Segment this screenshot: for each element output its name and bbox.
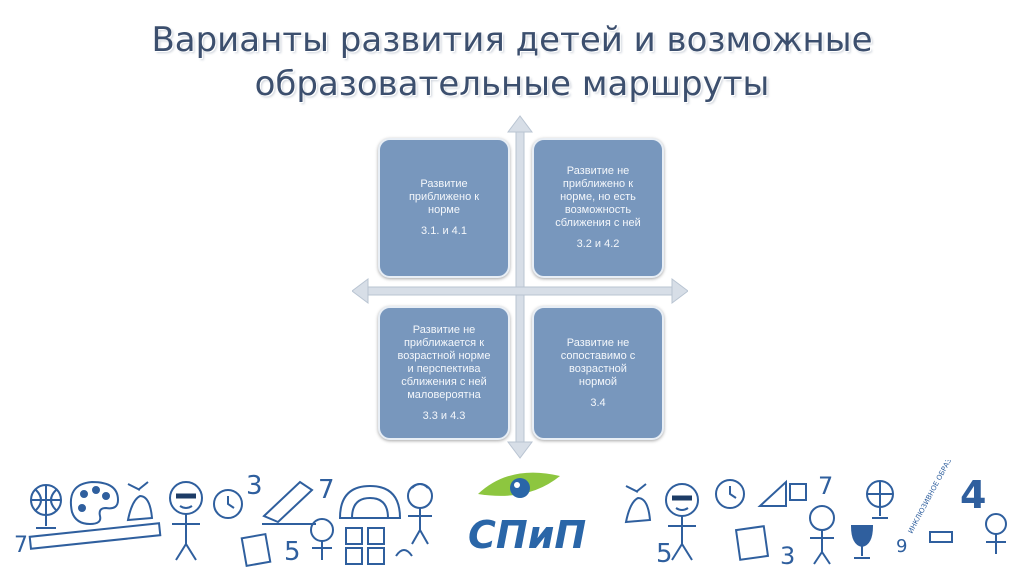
sticker-icon bbox=[789, 483, 807, 501]
clock-icon bbox=[715, 479, 745, 509]
footer-number: 5 bbox=[284, 537, 301, 567]
footer-number: 3 bbox=[780, 542, 795, 570]
kid-figure-icon bbox=[985, 513, 1007, 554]
palette-icon bbox=[70, 480, 120, 526]
arrow-right-icon bbox=[671, 278, 688, 304]
title-line-1: Варианты развития детей и возможные bbox=[151, 20, 873, 60]
globe-icon bbox=[30, 484, 62, 529]
quadrant-top-right: Развитие не приближено к норме, но есть … bbox=[532, 138, 664, 278]
sticker-set-icon bbox=[345, 527, 413, 565]
quadrant-bottom-right: Развитие не сопоставимо с возрастной нор… bbox=[532, 306, 664, 440]
quadrant-diagram: Развитие приближено к норме 3.1. и 4.1 Р… bbox=[352, 114, 688, 460]
arrow-down-icon bbox=[507, 441, 533, 459]
vertical-axis bbox=[515, 127, 525, 445]
title-line-2: образовательные маршруты bbox=[254, 64, 770, 104]
triangle-ruler-icon bbox=[757, 479, 787, 507]
bell-icon bbox=[624, 483, 652, 524]
quadrant-code: 3.3 и 4.3 bbox=[422, 409, 466, 422]
footer-number: 3 bbox=[246, 471, 263, 501]
logo-eye-icon bbox=[510, 478, 530, 498]
horizontal-axis bbox=[363, 286, 677, 296]
girl-figure-icon bbox=[809, 505, 835, 565]
quadrant-code: 3.4 bbox=[590, 396, 606, 409]
footer-number: 4 bbox=[960, 473, 986, 517]
quadrant-text: Развитие приближено к норме bbox=[408, 178, 480, 216]
protractor-icon bbox=[338, 484, 402, 519]
trophy-icon bbox=[850, 525, 874, 559]
bell-icon bbox=[126, 481, 154, 522]
quadrant-code: 3.2 и 4.2 bbox=[576, 238, 620, 250]
logo-text: СПиП bbox=[468, 513, 586, 557]
clock-icon bbox=[213, 489, 243, 519]
quadrant-text: Развитие не приближено к норме, но есть … bbox=[555, 165, 641, 229]
quadrant-bottom-left: Развитие не приближается к возрастной но… bbox=[378, 306, 510, 440]
doodle-band: 3 7 5 7 7 5 3 9 4 ИНКЛЮЗИВНОЕ ОБРАЗОВАНИ… bbox=[14, 460, 1007, 570]
footer-number: 7 bbox=[318, 475, 335, 505]
tag-icon bbox=[929, 531, 953, 543]
stapler-icon bbox=[262, 480, 316, 525]
arrow-up-icon bbox=[507, 115, 533, 133]
spip-logo: СПиП bbox=[468, 472, 586, 557]
notebook-icon bbox=[734, 525, 770, 561]
notebook-icon bbox=[240, 532, 272, 568]
footer-number: 9 bbox=[896, 536, 907, 557]
quadrant-text: Развитие не приближается к возрастной но… bbox=[397, 323, 491, 401]
footer-number: 7 bbox=[14, 533, 28, 558]
boy-figure-icon bbox=[169, 481, 203, 561]
quadrant-top-left: Развитие приближено к норме 3.1. и 4.1 bbox=[378, 138, 510, 278]
girl-figure-icon bbox=[407, 483, 433, 545]
slide-title: Варианты развития детей и возможные обра… bbox=[0, 18, 1024, 106]
footer-number: 7 bbox=[818, 472, 833, 500]
axis-arrows bbox=[352, 115, 688, 459]
footer-caption: ИНКЛЮЗИВНОЕ ОБРАЗОВАНИЕ bbox=[907, 460, 968, 535]
quadrant-code: 3.1. и 4.1 bbox=[421, 225, 467, 237]
footer-decoration: 3 7 5 7 7 5 3 9 4 ИНКЛЮЗИВНОЕ ОБРАЗОВАНИ… bbox=[0, 460, 1024, 574]
footer-number: 5 bbox=[656, 539, 673, 569]
ruler-icon bbox=[28, 522, 162, 550]
quadrant-text: Развитие не сопоставимо с возрастной нор… bbox=[560, 336, 636, 388]
arrow-left-icon bbox=[352, 278, 369, 304]
baby-figure-icon bbox=[310, 518, 334, 560]
globe-icon bbox=[866, 480, 894, 519]
boy-figure-icon bbox=[665, 483, 699, 561]
